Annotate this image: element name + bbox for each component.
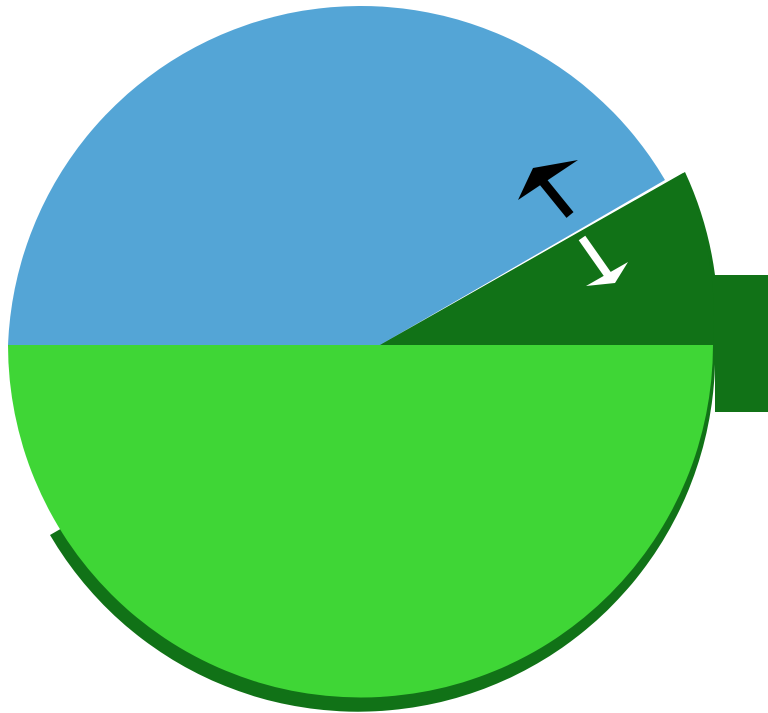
green-region	[8, 345, 713, 697]
